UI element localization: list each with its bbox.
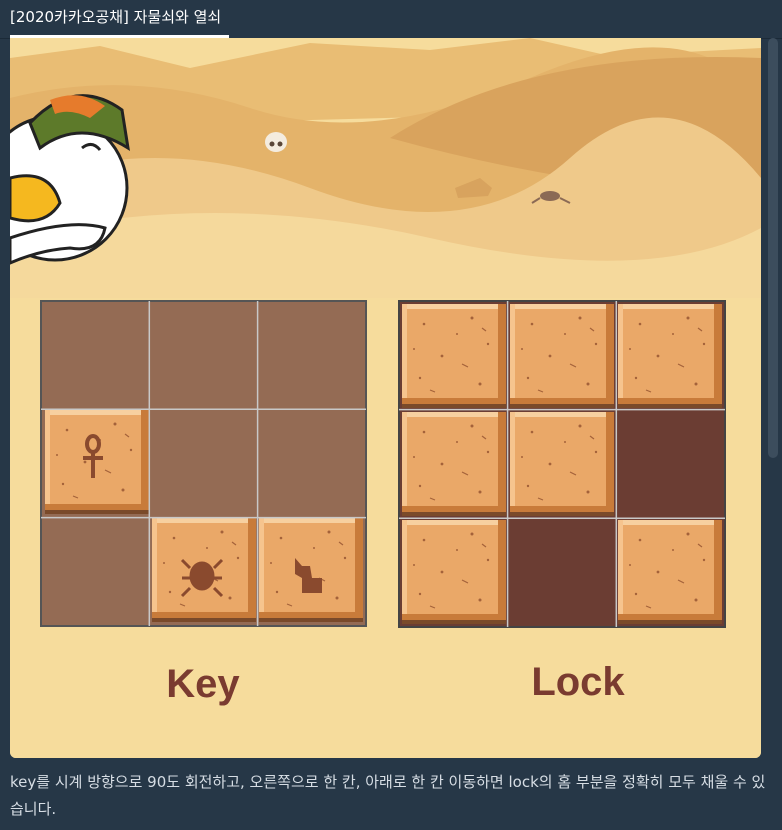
lock-tile: [509, 411, 615, 517]
front-dune: [10, 213, 761, 298]
rock-decoration: [455, 178, 492, 198]
lock-tile: [617, 519, 723, 625]
key-grid: [40, 300, 367, 627]
vertical-scrollbar[interactable]: [768, 38, 778, 458]
lock-tile: [401, 411, 507, 517]
duck-explorer-character: [10, 94, 130, 265]
lock-tile: [617, 303, 723, 409]
lock-tile: [401, 519, 507, 625]
lizard-decoration: [531, 191, 571, 204]
problem-illustration: Key Lock: [10, 38, 761, 758]
tab-problem-title[interactable]: [2020카카오공채] 자물쇠와 열쇠: [10, 8, 222, 26]
key-tile-scarab: [151, 517, 257, 623]
tab-bar: [2020카카오공채] 자물쇠와 열쇠: [0, 0, 782, 39]
key-tile-anubis: [258, 517, 364, 623]
ankh-icon: [83, 434, 103, 478]
scarab-icon: [180, 558, 224, 598]
lock-label: Lock: [531, 660, 625, 704]
problem-description: key를 시계 방향으로 90도 회전하고, 오른쪽으로 한 칸, 아래로 한 …: [10, 773, 766, 818]
active-tab-indicator: [10, 35, 229, 38]
key-label: Key: [166, 662, 240, 706]
key-tile-ankh: [44, 409, 150, 515]
anubis-icon: [295, 558, 322, 593]
lock-tile: [401, 303, 507, 409]
lock-grid: [398, 300, 726, 628]
lock-tile: [509, 303, 615, 409]
skull-decoration: [265, 132, 287, 152]
